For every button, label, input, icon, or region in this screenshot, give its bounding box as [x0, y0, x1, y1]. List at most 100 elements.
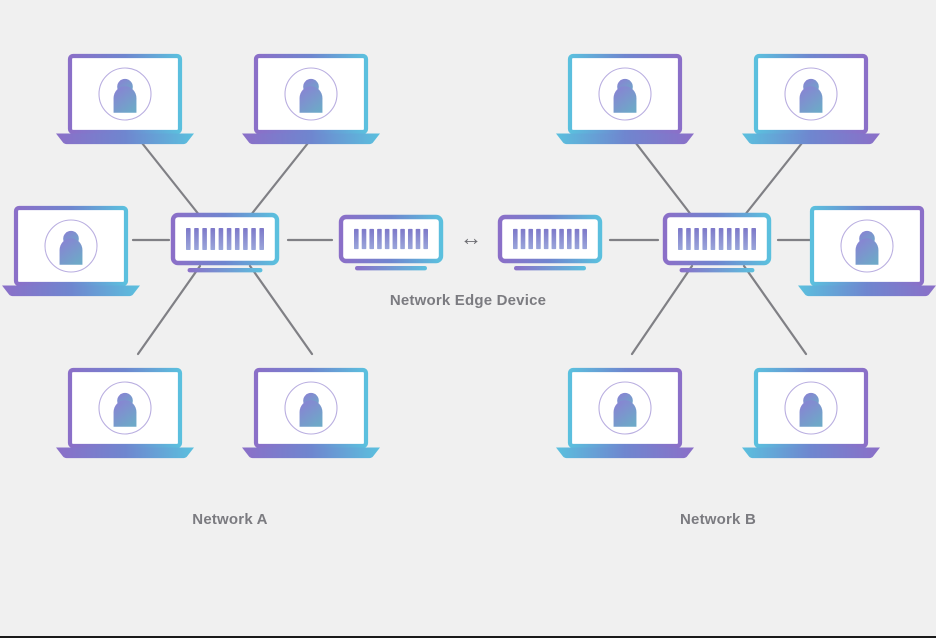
device-port-indicator — [718, 227, 724, 251]
device-port-indicator — [226, 227, 232, 251]
link-b-switch-to-bottom-right — [742, 264, 808, 356]
device-port-indicator — [234, 227, 240, 251]
device-port-indicator — [202, 227, 207, 251]
network-switch-a[interactable] — [170, 212, 280, 273]
device-port-indicator — [210, 227, 216, 251]
laptop-a-bottom-left[interactable] — [56, 367, 194, 459]
device-stand — [187, 268, 263, 273]
laptop-base — [742, 133, 880, 145]
device-port-indicator — [566, 228, 572, 250]
laptop-b-right[interactable] — [798, 205, 936, 297]
device-chassis — [338, 214, 444, 264]
avatar-ring — [598, 381, 652, 435]
laptop-a-bottom-right[interactable] — [242, 367, 380, 459]
laptop-a-top-left[interactable] — [56, 53, 194, 145]
laptop-base — [798, 285, 936, 297]
link-a-switch-to-bottom-left — [136, 264, 202, 356]
avatar-ring — [284, 67, 338, 121]
laptop-a-top-right[interactable] — [242, 53, 380, 145]
device-stand — [679, 268, 755, 273]
laptop-base — [242, 133, 380, 145]
laptop-base — [556, 133, 694, 145]
laptop-base — [556, 447, 694, 459]
device-port-indicator — [686, 227, 691, 251]
avatar-ring — [44, 219, 98, 273]
device-port-indicator — [423, 228, 428, 250]
laptop-base — [742, 447, 880, 459]
link-b-switch-to-top-left — [630, 136, 694, 218]
device-port-indicator — [243, 227, 248, 251]
device-port-indicator — [384, 228, 390, 250]
device-stand — [514, 266, 586, 271]
device-port-indicator — [543, 228, 549, 250]
network-switch-b[interactable] — [662, 212, 772, 273]
device-port-indicator — [582, 228, 587, 250]
avatar-ring — [840, 219, 894, 273]
avatar-body — [299, 86, 323, 113]
device-port-indicator — [702, 227, 708, 251]
network-edge-device-a[interactable] — [338, 214, 444, 271]
device-port-indicator — [536, 228, 541, 250]
device-chassis — [170, 212, 280, 266]
avatar-body — [613, 400, 637, 427]
network-edge-device-b[interactable] — [497, 214, 603, 271]
laptop-b-top-right[interactable] — [742, 53, 880, 145]
device-port-indicator — [513, 228, 518, 250]
network-devices-group — [170, 212, 772, 273]
avatar-ring — [784, 67, 838, 121]
laptop-base — [56, 447, 194, 459]
device-port-indicator — [678, 227, 683, 251]
avatar-body — [799, 86, 823, 113]
device-port-indicator — [369, 228, 375, 250]
avatar-ring — [784, 381, 838, 435]
bidirectional-arrow-icon: ↔ — [460, 225, 482, 250]
device-port-indicator — [251, 227, 256, 251]
device-chassis — [497, 214, 603, 264]
avatar-ring — [98, 381, 152, 435]
avatar-body — [299, 400, 323, 427]
avatar-ring — [98, 67, 152, 121]
laptop-b-bottom-right[interactable] — [742, 367, 880, 459]
device-port-indicator — [528, 228, 534, 250]
avatar-body — [799, 400, 823, 427]
laptop-b-top-left[interactable] — [556, 53, 694, 145]
avatar-ring — [284, 381, 338, 435]
laptop-a-left[interactable] — [2, 205, 140, 297]
laptop-nodes-group — [2, 53, 936, 459]
device-port-indicator — [710, 227, 716, 251]
link-b-switch-to-bottom-left — [630, 264, 694, 356]
avatar-ring — [598, 67, 652, 121]
device-port-indicator — [354, 228, 359, 250]
laptop-base — [56, 133, 194, 145]
avatar-body — [855, 238, 879, 265]
avatar-body — [613, 86, 637, 113]
network-a-label: Network A — [192, 511, 268, 528]
device-port-indicator — [735, 227, 740, 251]
device-port-indicator — [559, 228, 564, 250]
network-edge-device-label: Network Edge Device — [389, 292, 547, 309]
link-a-switch-to-top-right — [248, 136, 314, 218]
network-b-label: Network B — [680, 511, 756, 528]
device-port-indicator — [520, 228, 526, 250]
device-port-indicator — [743, 227, 748, 251]
device-port-indicator — [400, 228, 405, 250]
laptop-base — [242, 447, 380, 459]
device-port-indicator — [694, 227, 699, 251]
device-port-indicator — [377, 228, 382, 250]
device-port-indicator — [392, 228, 398, 250]
laptop-base — [2, 285, 140, 297]
device-port-indicator — [186, 227, 191, 251]
device-port-indicator — [415, 228, 421, 250]
device-port-indicator — [726, 227, 732, 251]
avatar-body — [113, 400, 137, 427]
device-chassis — [662, 212, 772, 266]
device-port-indicator — [574, 228, 580, 250]
avatar-body — [59, 238, 83, 265]
link-b-switch-to-top-right — [742, 136, 808, 218]
link-a-switch-to-top-left — [136, 136, 202, 218]
device-port-indicator — [551, 228, 557, 250]
link-a-switch-to-bottom-right — [248, 264, 314, 356]
device-port-indicator — [194, 227, 199, 251]
laptop-b-bottom-left[interactable] — [556, 367, 694, 459]
